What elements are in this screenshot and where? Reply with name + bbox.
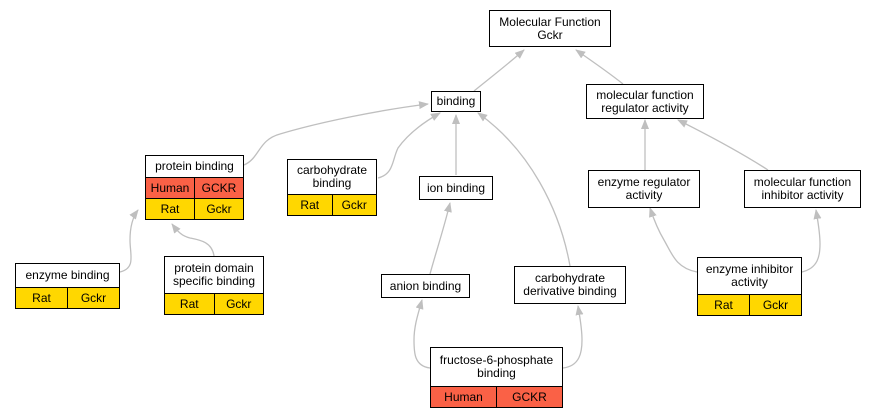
gene-label: GCKR xyxy=(194,178,243,198)
node-carbohydrate-derivative-binding[interactable]: carbohydrate derivative binding xyxy=(514,266,626,304)
node-binding[interactable]: binding xyxy=(431,91,481,112)
gene-label: Gckr xyxy=(194,199,243,219)
gene-label: Gckr xyxy=(749,295,801,315)
node-ion-binding[interactable]: ion binding xyxy=(419,176,493,200)
node-title: carbohydrate derivative binding xyxy=(523,271,617,298)
edge-carbohydrate-to-binding xyxy=(377,112,441,179)
edge-enzyme-binding-to-protein-binding xyxy=(119,209,139,273)
node-title: binding xyxy=(436,94,476,108)
gene-label: Gckr xyxy=(213,294,264,314)
node-title: molecular function regulator activity xyxy=(596,87,694,115)
edge-f6p-to-anion xyxy=(413,299,431,369)
node-title: Molecular Function Gckr xyxy=(499,14,601,42)
node-title: molecular function inhibitor activity xyxy=(753,175,852,202)
species-label: Rat xyxy=(714,297,733,312)
edge-regulator-to-molecular-function xyxy=(575,49,624,85)
node-molecular-function[interactable]: Molecular Function Gckr xyxy=(489,10,611,47)
node-enzyme-regulator-activity[interactable]: enzyme regulator activity xyxy=(588,170,700,208)
species-label: Rat xyxy=(160,201,180,216)
edge-domain-binding-to-protein-binding xyxy=(171,223,215,257)
gene-label: Gckr xyxy=(67,288,119,308)
annotation-row-rat: Rat Gckr xyxy=(16,287,119,308)
node-protein-domain-specific-binding[interactable]: protein domain specific binding Rat Gckr xyxy=(164,256,264,315)
species-label: Rat xyxy=(300,197,320,212)
annotation-row-rat: Rat Gckr xyxy=(165,293,263,314)
node-mf-inhibitor-activity[interactable]: molecular function inhibitor activity xyxy=(744,170,861,208)
annotation-row-rat: Rat Gckr xyxy=(698,294,801,315)
species-label: Human xyxy=(150,180,190,195)
node-title: protein binding xyxy=(155,159,234,173)
node-carbohydrate-binding[interactable]: carbohydrate binding Rat Gckr xyxy=(287,159,377,216)
species-label: Rat xyxy=(32,290,51,305)
edge-anion-to-ion-binding xyxy=(429,202,452,275)
node-title: ion binding xyxy=(426,180,486,195)
gene-label: GCKR xyxy=(496,387,562,407)
node-title: enzyme regulator activity xyxy=(597,175,691,202)
annotation-row-human: Human GCKR xyxy=(431,386,562,407)
node-enzyme-inhibitor-activity[interactable]: enzyme inhibitor activity Rat Gckr xyxy=(697,257,802,316)
gene-label: Gckr xyxy=(331,195,377,215)
annotation-row-rat: Rat Gckr xyxy=(146,198,243,219)
edge-binding-to-molecular-function xyxy=(473,49,525,92)
edge-enzyme-inhibitor-to-enzyme-regulator xyxy=(649,207,698,273)
node-fructose-6-phosphate-binding[interactable]: fructose-6-phosphate binding Human GCKR xyxy=(430,347,563,408)
species-label: Human xyxy=(444,389,483,404)
species-label: Rat xyxy=(179,296,199,311)
node-title: protein domain specific binding xyxy=(172,261,256,288)
node-protein-binding[interactable]: protein binding Human GCKR Rat Gckr xyxy=(145,155,244,220)
node-title: fructose-6-phosphate binding xyxy=(439,353,554,380)
node-mf-regulator-activity[interactable]: molecular function regulator activity xyxy=(586,84,704,119)
edge-enzyme-inhibitor-to-mf-inhibitor xyxy=(801,209,822,273)
node-anion-binding[interactable]: anion binding xyxy=(381,274,470,298)
annotation-row-human: Human GCKR xyxy=(146,177,243,198)
edge-carb-derivative-to-binding xyxy=(477,112,571,267)
node-title: enzyme binding xyxy=(25,268,110,282)
node-title: enzyme inhibitor activity xyxy=(705,262,794,289)
node-enzyme-binding[interactable]: enzyme binding Rat Gckr xyxy=(15,263,120,309)
edge-f6p-to-carb-derivative xyxy=(562,305,584,369)
node-title: carbohydrate binding xyxy=(296,163,368,190)
edge-inhibitor-to-regulator xyxy=(677,119,769,171)
annotation-row-rat: Rat Gckr xyxy=(288,194,376,215)
edge-protein-binding-to-binding xyxy=(243,101,429,166)
node-title: anion binding xyxy=(389,278,462,293)
